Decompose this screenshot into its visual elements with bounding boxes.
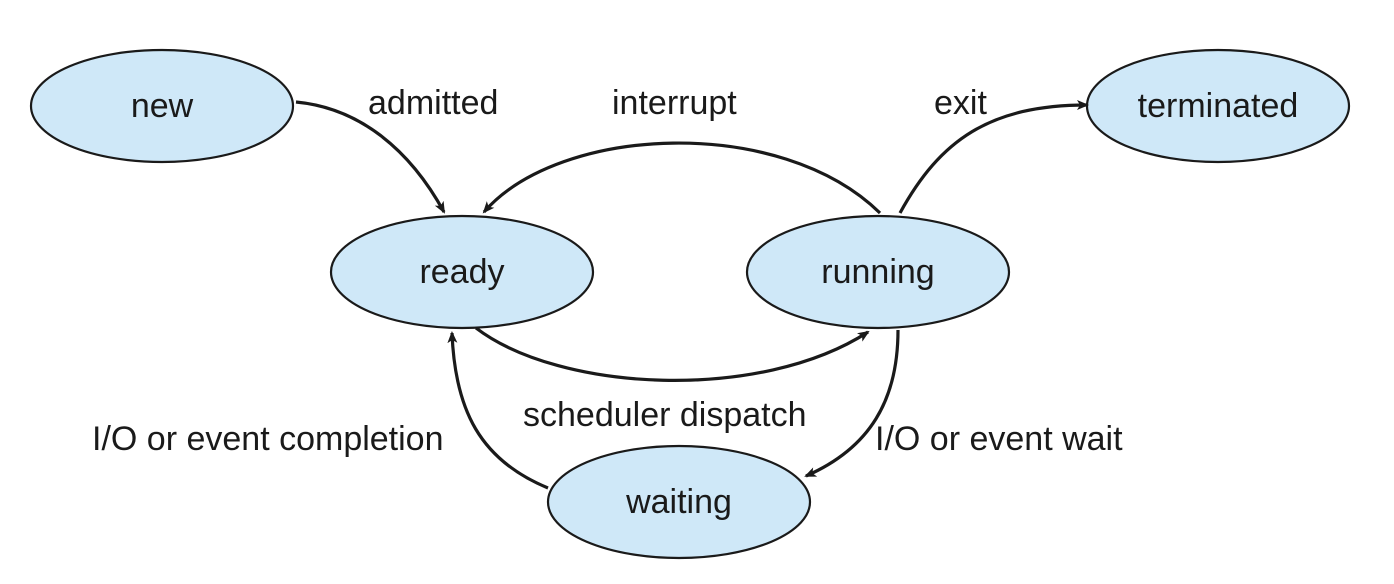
state-new-shape (29, 48, 295, 164)
state-running-label: running (821, 253, 934, 291)
state-running: running (745, 214, 1011, 330)
label-scheduler-dispatch: scheduler dispatch (523, 396, 807, 434)
state-running-shape (745, 214, 1011, 330)
state-waiting: waiting (546, 444, 812, 560)
edge-scheduler-dispatch (475, 326, 870, 382)
edge-io-event-completion (447, 331, 549, 490)
state-new-label: new (131, 87, 194, 125)
state-ready: ready (329, 214, 595, 330)
edge-exit (898, 100, 1089, 214)
label-io-event-completion: I/O or event completion (92, 420, 444, 458)
edge-admitted (295, 100, 446, 214)
label-exit: exit (934, 84, 987, 122)
state-ready-label: ready (419, 253, 504, 291)
state-waiting-shape (546, 444, 812, 560)
edge-interrupt (482, 141, 882, 215)
label-admitted: admitted (368, 84, 498, 122)
state-ready-shape (329, 214, 595, 330)
edge-io-event-wait (804, 329, 900, 478)
state-new: new (29, 48, 295, 164)
state-waiting-label: waiting (625, 483, 732, 521)
label-interrupt: interrupt (612, 84, 737, 122)
state-terminated-label: terminated (1138, 87, 1299, 125)
state-terminated: terminated (1085, 48, 1351, 164)
label-io-event-wait: I/O or event wait (875, 420, 1123, 458)
